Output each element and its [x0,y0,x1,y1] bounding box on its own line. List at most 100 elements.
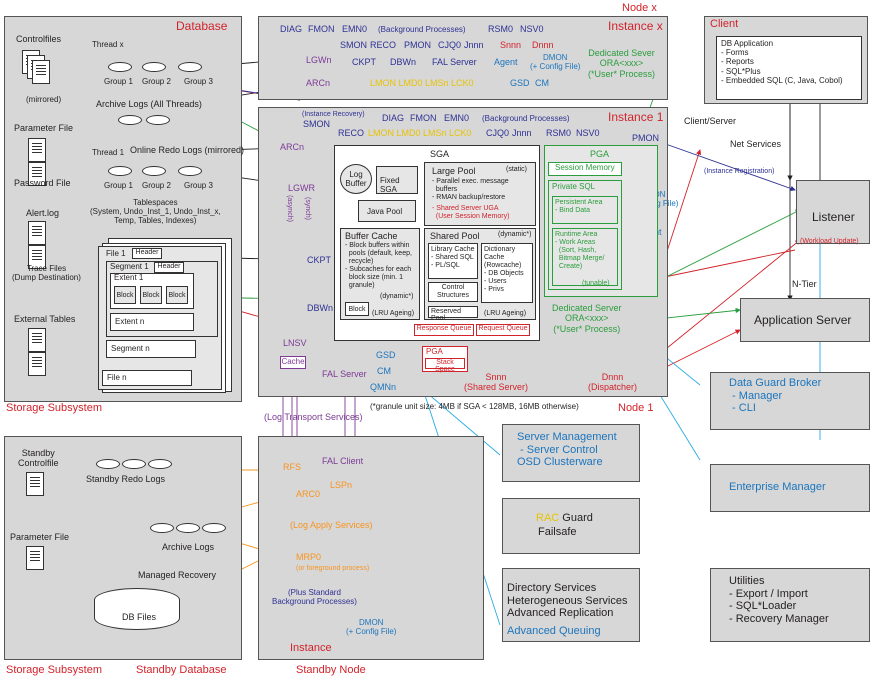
archive-disk-icon [146,115,170,125]
standby-instance-panel [258,436,484,660]
controlfiles-label: Controlfiles [16,34,62,44]
instance-registration-label: (Instance Registration) [704,168,775,175]
instance-1-fmon: FMON [410,113,437,123]
shared-server-pga [422,346,468,372]
fal-client-label: FAL Client [322,456,364,466]
instance-1-rsm0: RSM0 [546,128,572,138]
standby-instance-title: Instance [290,642,332,654]
standby-controlfile-icon [26,472,44,496]
enterprise-manager: Enterprise Manager [710,464,870,512]
shared-pool-dynamic: (dynamic*) [498,231,532,238]
granule-note: (*granule unit size: 4MB if SGA < 128MB,… [370,402,579,411]
instance-1-smon: SMON [303,119,330,129]
sga-title: SGA [430,149,450,159]
services-box [502,568,640,642]
rac-guard-label: RAC Guard [536,512,593,524]
password-file-icon [28,162,46,186]
instance-x-pmon: PMON [404,40,431,50]
listener-label: Listener [812,210,855,224]
redo-disk-icon [142,62,166,72]
trace-file-icon [28,245,46,269]
net-services-label: Net Services [730,139,782,149]
cached-block: Block [345,302,369,316]
private-sql-title: Private SQL [552,182,596,191]
instance-recovery-label: (Instance Recovery) [302,111,365,118]
pga-title: PGA [590,149,610,159]
instance-x-title: Instance x [608,19,663,33]
alert-log-icon [28,221,46,245]
standby-controlfile-label: Standby Controlfile [18,448,59,469]
large-pool-static: (static) [506,166,527,173]
instance-x-reco: RECO [370,40,397,50]
shared-server: Snnn (Shared Server) [464,372,529,393]
utilities-box: Utilities - Export / Import - SQL*Loader… [710,568,870,642]
instance-1-gsd: GSD [376,350,396,360]
instance-1-arcn: ARCn [280,142,305,152]
trace-files-label: Trace Files (Dump Destination) [12,264,81,283]
buffer-cache-dynamic: (dynamic*) [380,293,414,300]
synch-label: (synch) [303,197,311,220]
control-structures: Control Structures [428,282,478,302]
large-pool-uga: - Shared Server UGA (User Session Memory… [432,205,510,221]
standby-database-title: Standby Database [136,664,227,676]
instance-1-nsv0: NSV0 [576,128,600,138]
file-header: Header [132,248,162,259]
workload-update-label: (Workload Update) [800,238,859,245]
private-sql [548,180,622,290]
alert-log-label: Alert.log [26,208,60,218]
controlfile-icon [32,60,50,84]
library-cache: Library Cache - Shared SQL - PL/SQL [428,243,478,279]
extent-1-label: Extent 1 [114,273,144,282]
redo-disk-icon [142,166,166,176]
standby-redo-disk-icon [96,459,120,469]
instance-x-dbwn: DBWn [390,57,417,67]
foreground-label: (or foreground process) [296,565,370,572]
rfs-label: RFS [283,462,301,472]
external-table-icon [28,352,46,376]
lnsv-cache: Cache [280,356,306,369]
instance-x-cjq0: CJQ0 [438,40,462,50]
standby-archive-disk-icon [176,523,200,533]
instance-x-dedicated-server: Dedicated Sever ORA<xxx> (*User* Process… [588,48,656,79]
redo-disk-icon [108,166,132,176]
instance-1-lmon-row: LMON LMD0 LMSn LCK0 [368,128,472,138]
standby-redo-logs-label: Standby Redo Logs [86,474,166,484]
standby-redo-disk-icon [148,459,172,469]
instance-x-snnn: Snnn [500,40,522,50]
arc0-label: ARC0 [296,489,321,499]
node-1-label: Node 1 [618,402,654,414]
instance-x-ckpt: CKPT [352,57,377,67]
directory-services-label: Directory Services Heterogeneous Service… [507,582,628,620]
large-pool [424,162,536,226]
shared-pool-title: Shared Pool [430,231,480,241]
block-3: Block [166,286,188,304]
redo-disk-icon [178,62,202,72]
instance-1-bg-note: (Background Processes) [482,114,570,123]
parameter-file-icon [28,138,46,162]
standby-archive-disk-icon [150,523,174,533]
node-x-label: Node x [622,2,657,14]
database-title: Database [176,19,228,33]
request-queue: Request Queue [476,324,530,336]
server-management: Server Management - Server Control OSD C… [502,424,640,482]
log-apply-label: (Log Apply Services) [290,520,373,530]
mirrored-label: (mirrored) [26,95,62,104]
log-transport-label: (Log Transport Services) [264,412,363,422]
guard-label: Guard [559,512,593,524]
persistent-area: Persistent Area - Bind Data [552,196,618,224]
segment-header: Header [154,262,184,273]
instance-x-jnnn: Jnnn [464,40,484,50]
archive-disk-icon [118,115,142,125]
reserved-pool: Reserved Pool [428,306,478,322]
instance-1-title: Instance 1 [608,110,664,124]
application-server-box [740,298,870,342]
external-table-icon [28,328,46,352]
lspn-label: LSPn [330,480,353,490]
client-title: Client [710,18,739,30]
shared-pool-lru: (LRU Ageing) [484,310,527,317]
session-memory: Session Memory [548,162,622,176]
n-tier-label: N-Tier [792,279,817,289]
instance-1-dedicated-server: Dedicated Server ORA<xxx> (*User* Proces… [552,303,622,334]
advanced-queuing-label: Advanced Queuing [507,625,601,637]
